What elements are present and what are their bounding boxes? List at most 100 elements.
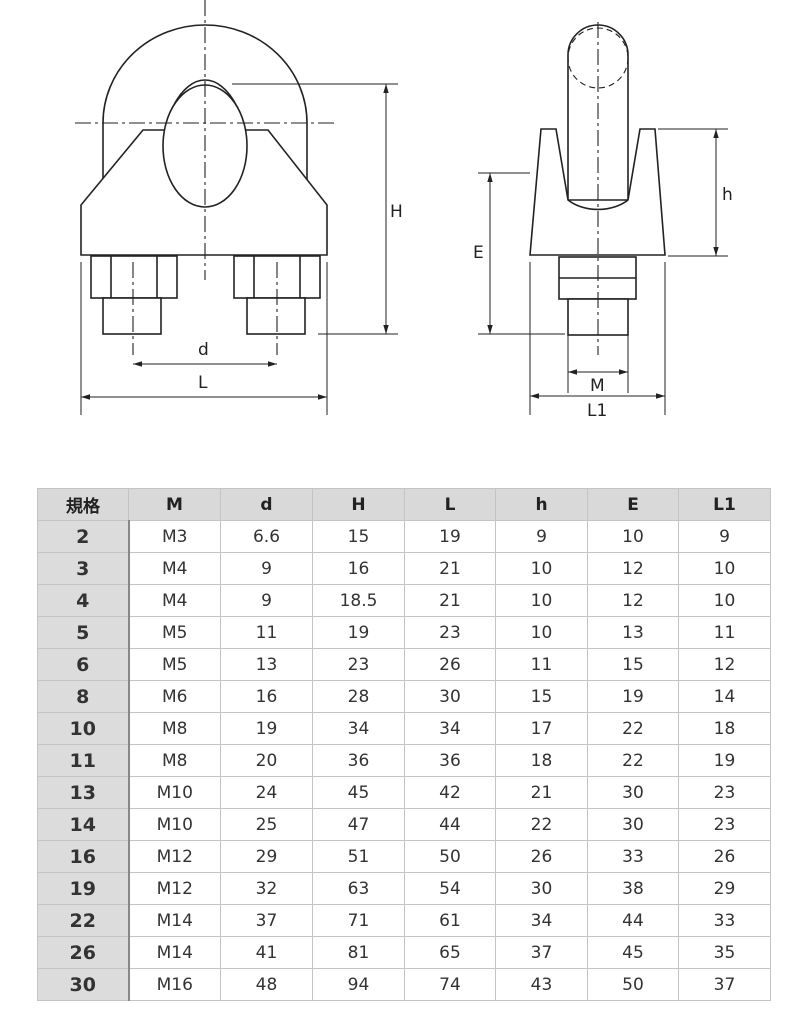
cell-H: 19 <box>312 616 405 649</box>
cell-E: 13 <box>587 616 679 649</box>
cell-L: 30 <box>404 680 496 713</box>
cell-E: 12 <box>587 552 679 585</box>
cell-h: 11 <box>495 648 588 681</box>
cell-h: 21 <box>495 776 588 809</box>
cell-E: 30 <box>587 808 679 841</box>
cell-M: M12 <box>128 872 221 905</box>
cell-d: 32 <box>220 872 313 905</box>
cell-d: 41 <box>220 936 313 969</box>
cell-size: 13 <box>37 776 130 809</box>
cell-H: 28 <box>312 680 405 713</box>
cell-L: 34 <box>404 712 496 745</box>
cell-M: M5 <box>128 648 221 681</box>
cell-M: M8 <box>128 712 221 745</box>
header-M: M <box>128 488 221 521</box>
cell-M: M4 <box>128 552 221 585</box>
cell-H: 45 <box>312 776 405 809</box>
cell-H: 47 <box>312 808 405 841</box>
cell-h: 18 <box>495 744 588 777</box>
cell-h: 26 <box>495 840 588 873</box>
cell-E: 19 <box>587 680 679 713</box>
cell-L: 36 <box>404 744 496 777</box>
cell-L1: 11 <box>678 616 771 649</box>
cell-M: M10 <box>128 808 221 841</box>
cell-H: 18.5 <box>312 584 405 617</box>
cell-L: 74 <box>404 968 496 1001</box>
cell-M: M4 <box>128 584 221 617</box>
cell-h: 15 <box>495 680 588 713</box>
cell-M: M14 <box>128 936 221 969</box>
cell-size: 5 <box>37 616 130 649</box>
cell-h: 43 <box>495 968 588 1001</box>
cell-L1: 9 <box>678 520 771 553</box>
cell-E: 45 <box>587 936 679 969</box>
cell-h: 10 <box>495 552 588 585</box>
cell-L: 21 <box>404 552 496 585</box>
cell-d: 20 <box>220 744 313 777</box>
header-H: H <box>312 488 405 521</box>
cell-h: 10 <box>495 584 588 617</box>
cell-L1: 12 <box>678 648 771 681</box>
cell-L1: 10 <box>678 552 771 585</box>
cell-size: 10 <box>37 712 130 745</box>
cell-h: 10 <box>495 616 588 649</box>
cell-M: M5 <box>128 616 221 649</box>
cell-E: 12 <box>587 584 679 617</box>
cell-M: M10 <box>128 776 221 809</box>
dim-label-H: H <box>390 202 403 222</box>
cell-E: 22 <box>587 712 679 745</box>
cell-L: 19 <box>404 520 496 553</box>
dim-label-E: E <box>473 243 484 263</box>
dim-label-h: h <box>722 185 733 205</box>
cell-size: 16 <box>37 840 130 873</box>
cell-size: 6 <box>37 648 130 681</box>
dim-label-d: d <box>198 340 209 360</box>
wire-rope-clip-drawing: H d L h E <box>75 0 733 421</box>
cell-L: 42 <box>404 776 496 809</box>
table-header-row: 規格 M d H L h E L1 <box>37 488 771 521</box>
cell-H: 71 <box>312 904 405 937</box>
cell-M: M6 <box>128 680 221 713</box>
cell-L: 54 <box>404 872 496 905</box>
u-bolt <box>102 24 308 255</box>
cell-M: M8 <box>128 744 221 777</box>
cell-d: 48 <box>220 968 313 1001</box>
dim-label-L: L <box>198 373 208 393</box>
cell-L: 21 <box>404 584 496 617</box>
cell-size: 8 <box>37 680 130 713</box>
cell-L: 23 <box>404 616 496 649</box>
header-L1: L1 <box>678 488 771 521</box>
cell-H: 23 <box>312 648 405 681</box>
side-saddle <box>529 128 666 256</box>
cell-size: 2 <box>37 520 130 553</box>
dim-label-L1: L1 <box>587 401 607 421</box>
cell-E: 50 <box>587 968 679 1001</box>
cell-size: 4 <box>37 584 130 617</box>
cell-h: 17 <box>495 712 588 745</box>
cell-L1: 14 <box>678 680 771 713</box>
header-L: L <box>404 488 496 521</box>
cell-d: 9 <box>220 584 313 617</box>
cell-E: 44 <box>587 904 679 937</box>
cell-h: 9 <box>495 520 588 553</box>
cell-L1: 29 <box>678 872 771 905</box>
cell-E: 38 <box>587 872 679 905</box>
cell-E: 33 <box>587 840 679 873</box>
cell-L1: 18 <box>678 712 771 745</box>
cell-L1: 26 <box>678 840 771 873</box>
cell-size: 19 <box>37 872 130 905</box>
cell-M: M14 <box>128 904 221 937</box>
